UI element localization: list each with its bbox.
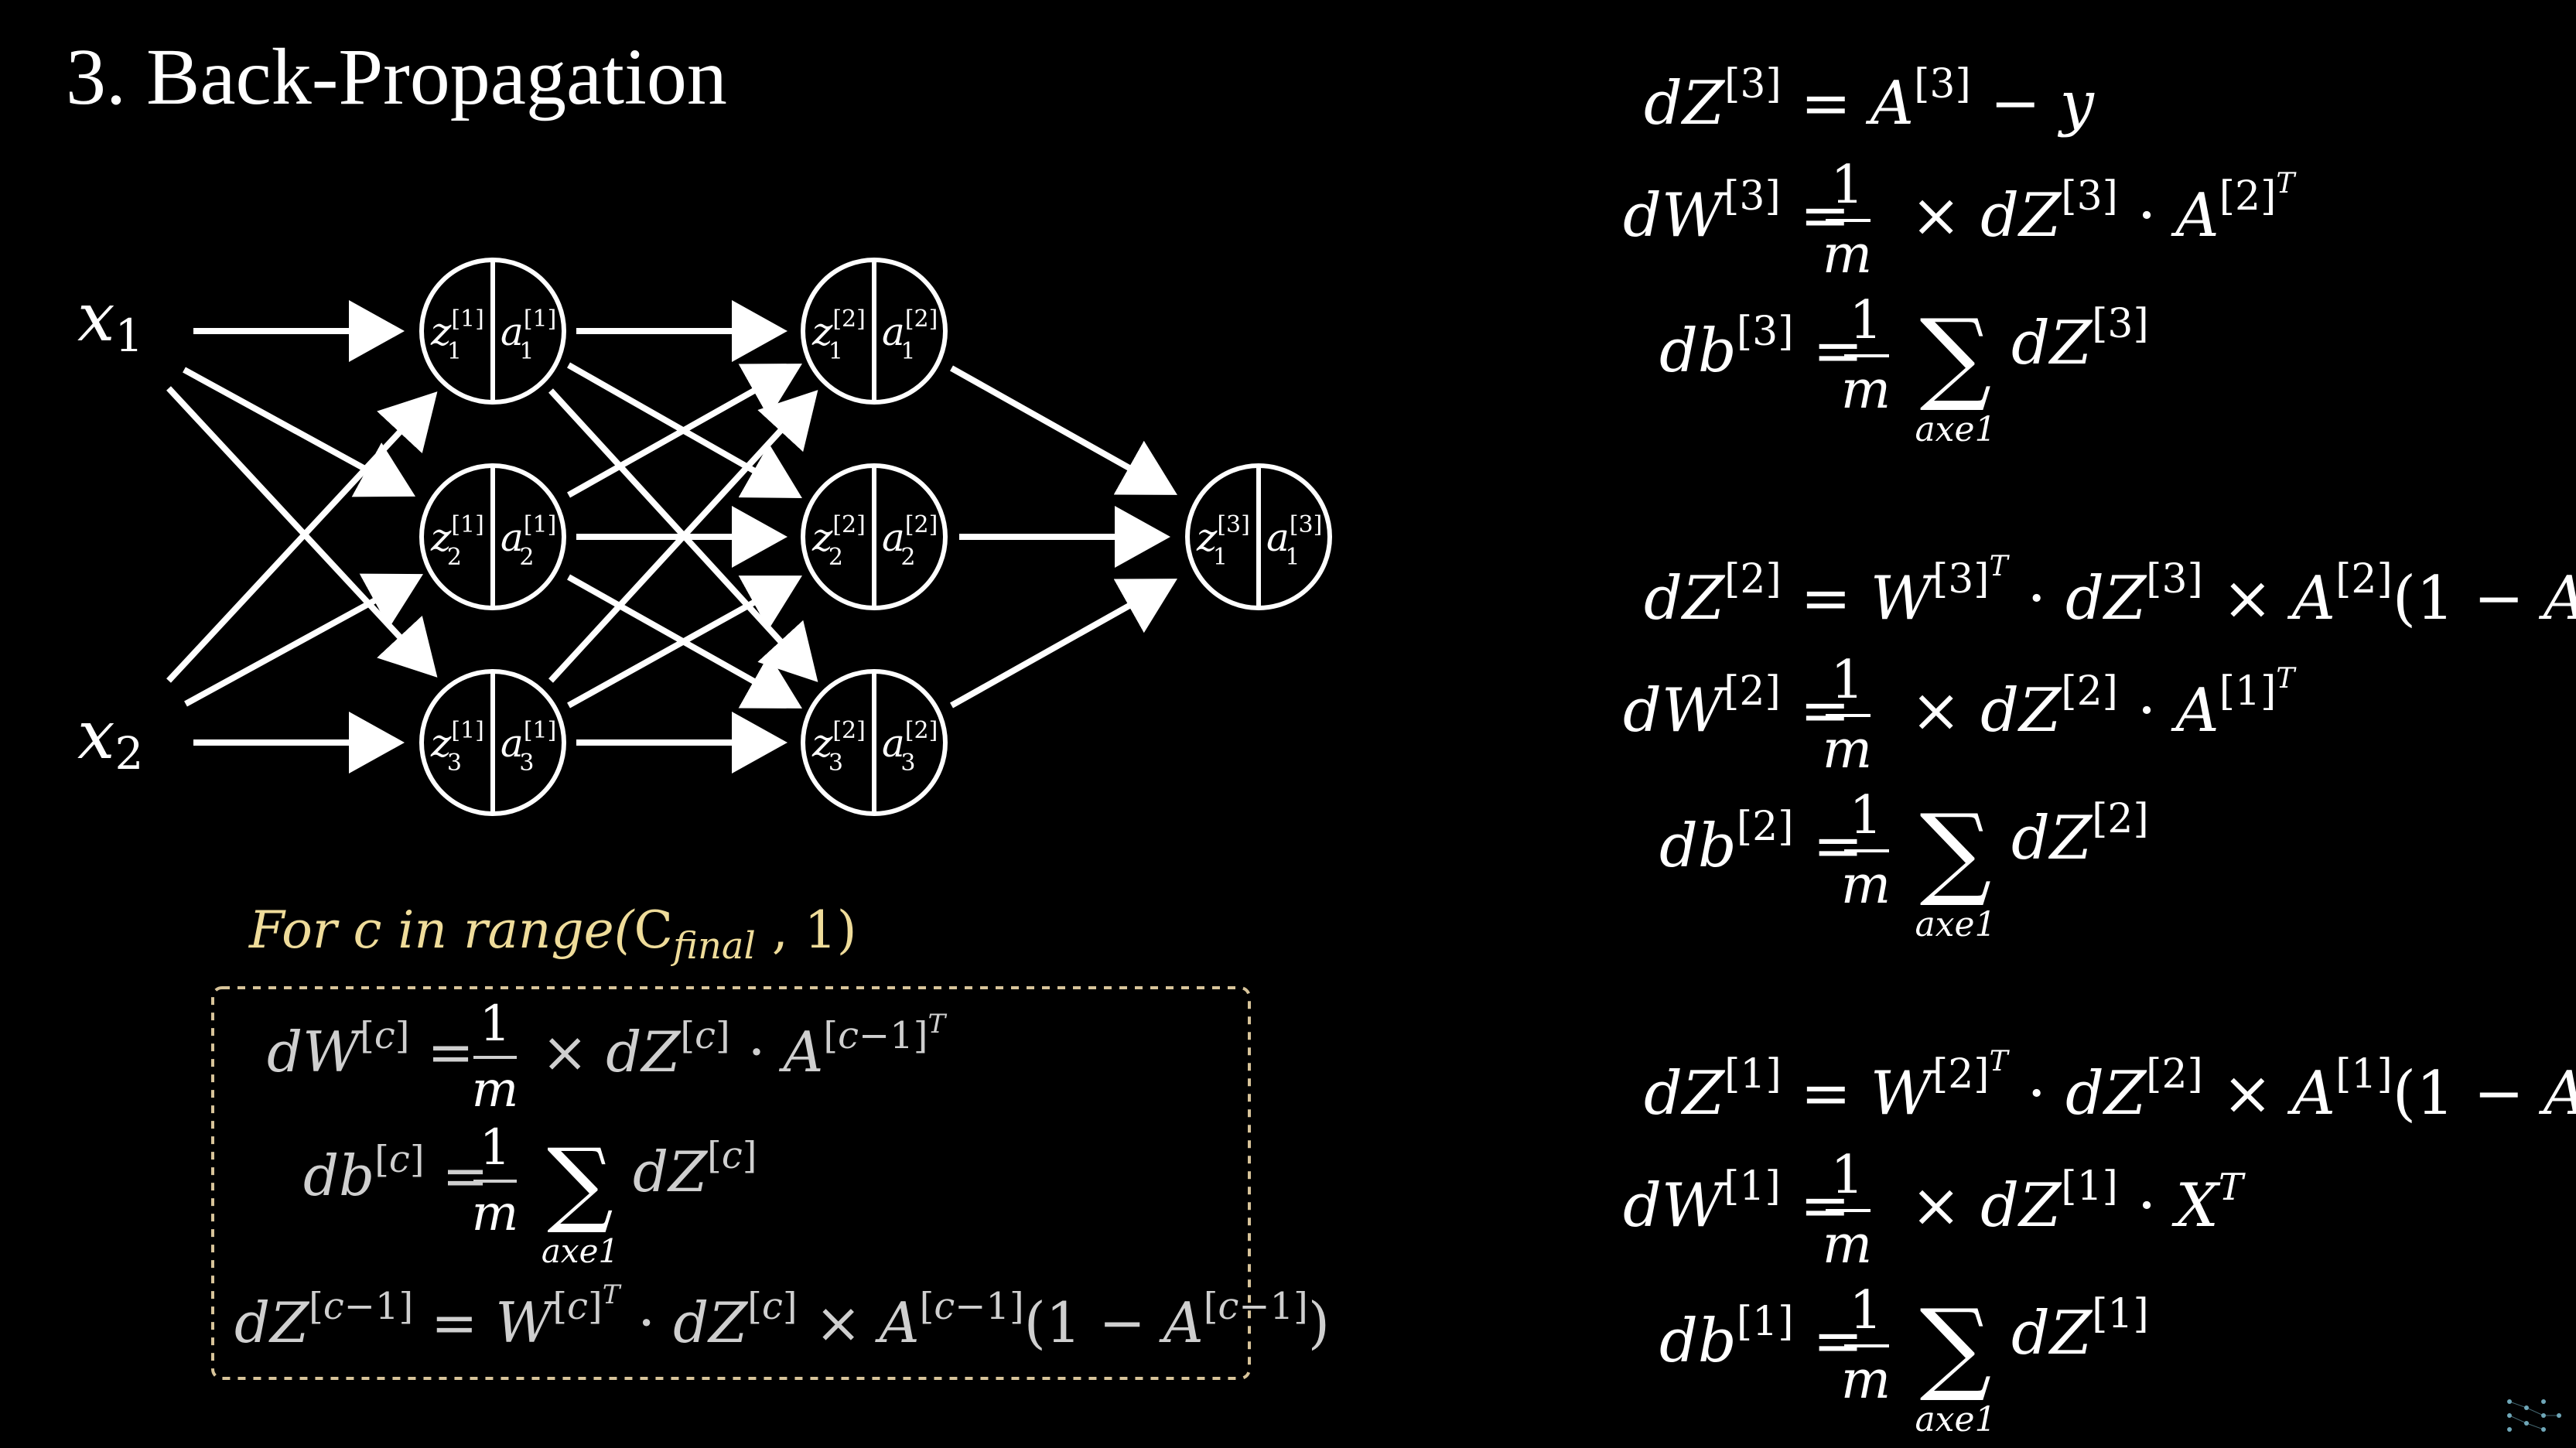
neuron-L2-1: z[2]1 a[2]1 bbox=[801, 258, 948, 405]
edge-x1-n12 bbox=[183, 367, 416, 497]
eq-dW1: dW[1] = bbox=[1623, 1163, 1850, 1241]
svg-text:m: m bbox=[1841, 855, 1891, 916]
svg-text:1: 1 bbox=[1830, 155, 1864, 216]
edge-n13-n21 bbox=[548, 390, 818, 683]
equation-block-layer2: dZ[2] = W[3]T · dZ[3] × A[2](1 − A[2]) d… bbox=[1623, 551, 2576, 944]
loop-eq-dbc: db[c] = bbox=[303, 1138, 489, 1208]
neuron-L1-1: z[1]1 a[1]1 bbox=[419, 258, 566, 405]
edge-x2-n11 bbox=[166, 391, 438, 683]
svg-text:∑: ∑ bbox=[1920, 792, 1992, 910]
neuron-z-label: z[2]3 bbox=[811, 717, 866, 777]
neurons: z[1]1 a[1]1 z[1]2 a[1]2 z[1]3 a[1]3 z[2]1 a[2]1… bbox=[419, 258, 1332, 816]
neuron-a-label: a[3]1 bbox=[1266, 511, 1322, 571]
svg-text:× dZ[1] · XT: × dZ[1] · XT bbox=[1911, 1163, 2246, 1241]
neuron-a-label: a[2]1 bbox=[882, 306, 938, 365]
svg-text:dZ[1]: dZ[1] bbox=[2011, 1291, 2149, 1368]
neuron-z-label: z[1]3 bbox=[430, 717, 484, 777]
svg-text:axe1: axe1 bbox=[1915, 410, 1996, 449]
svg-text:× dZ[c] · A[c−1]T: × dZ[c] · A[c−1]T bbox=[542, 1009, 947, 1084]
generic-loop: For c in range(Cfinal , 1) dW[c] = 1 m ×… bbox=[211, 900, 1330, 1380]
svg-text:m: m bbox=[472, 1061, 519, 1118]
svg-text:m: m bbox=[472, 1185, 519, 1242]
svg-text:× dZ[3] · A[2]T: × dZ[3] · A[2]T bbox=[1911, 168, 2297, 251]
eq-db1: db[1] = bbox=[1659, 1299, 1864, 1376]
neuron-a-label: a[1]2 bbox=[501, 511, 556, 571]
svg-text:∑: ∑ bbox=[547, 1129, 613, 1237]
neuron-z-label: z[1]1 bbox=[430, 306, 484, 365]
edge-n12-n21 bbox=[567, 364, 802, 498]
loop-box bbox=[211, 986, 1251, 1380]
eq-dZ1: dZ[1] = W[2]T · dZ[2] × A[1](1 − A[1]) bbox=[1644, 1046, 2576, 1129]
eq-dZ2: dZ[2] = W[3]T · dZ[3] × A[2](1 − A[2]) bbox=[1644, 551, 2576, 634]
edge-n13-n22 bbox=[567, 575, 802, 709]
neural-network-diagram: x1 x2 bbox=[77, 258, 1332, 816]
loop-eq-dWc: dW[c] = bbox=[267, 1014, 474, 1084]
loop-header: For c in range(Cfinal , 1) bbox=[248, 900, 857, 968]
svg-text:axe1: axe1 bbox=[1915, 905, 1996, 944]
loop-eq-dZc1: dZ[c−1] = W[c]T · dZ[c] × A[c−1](1 − A[c… bbox=[234, 1279, 1330, 1355]
neuron-a-label: a[2]2 bbox=[882, 511, 938, 571]
page-title: 3. Back-Propagation bbox=[66, 32, 727, 121]
connections bbox=[166, 300, 1177, 774]
svg-text:1: 1 bbox=[1849, 290, 1882, 351]
svg-text:1: 1 bbox=[480, 996, 511, 1053]
svg-text:1: 1 bbox=[480, 1119, 511, 1176]
svg-text:m: m bbox=[1823, 224, 1872, 285]
svg-text:× dZ[2] · A[1]T: × dZ[2] · A[1]T bbox=[1911, 663, 2297, 746]
edge-n23-n31 bbox=[950, 579, 1177, 709]
neuron-z-label: z[3]1 bbox=[1196, 511, 1250, 571]
svg-text:1: 1 bbox=[1830, 1145, 1864, 1206]
svg-text:axe1: axe1 bbox=[1915, 1400, 1996, 1439]
eq-dZ3: dZ[3] = A[3] − y bbox=[1644, 61, 2095, 138]
neuron-a-label: a[2]3 bbox=[882, 717, 938, 777]
svg-text:dZ[c]: dZ[c] bbox=[633, 1134, 757, 1204]
svg-text:dZ[2]: dZ[2] bbox=[2011, 796, 2149, 873]
neuron-L2-2: z[2]2 a[2]2 bbox=[801, 463, 948, 610]
neuron-L1-3: z[1]3 a[1]3 bbox=[419, 669, 566, 816]
neuron-a-label: a[1]1 bbox=[501, 306, 556, 365]
neuron-L3-1: z[3]1 a[3]1 bbox=[1185, 463, 1332, 610]
equation-block-layer1: dZ[1] = W[2]T · dZ[2] × A[1](1 − A[1]) d… bbox=[1623, 1046, 2576, 1439]
svg-text:∑: ∑ bbox=[1920, 1287, 1992, 1405]
neuron-L2-3: z[2]3 a[2]3 bbox=[801, 669, 948, 816]
svg-text:m: m bbox=[1823, 1214, 1872, 1276]
edge-x2-n12 bbox=[184, 573, 424, 707]
neuron-z-label: z[1]2 bbox=[430, 511, 484, 571]
svg-text:m: m bbox=[1841, 1350, 1891, 1411]
eq-db2: db[2] = bbox=[1659, 804, 1864, 881]
svg-text:m: m bbox=[1841, 360, 1891, 421]
eq-dW3: dW[3] = bbox=[1623, 173, 1850, 251]
svg-text:dZ[3]: dZ[3] bbox=[2011, 301, 2149, 378]
input-x1: x1 bbox=[77, 279, 143, 362]
eq-db3: db[3] = bbox=[1659, 309, 1864, 386]
svg-text:1: 1 bbox=[1849, 785, 1882, 846]
input-x2: x2 bbox=[77, 697, 143, 780]
eq-dW2: dW[2] = bbox=[1623, 668, 1850, 746]
edge-n21-n31 bbox=[950, 365, 1177, 495]
svg-text:axe1: axe1 bbox=[542, 1232, 619, 1270]
neuron-a-label: a[1]3 bbox=[501, 717, 556, 777]
svg-text:∑: ∑ bbox=[1920, 297, 1992, 415]
neuron-z-label: z[2]1 bbox=[811, 306, 866, 365]
equation-block-layer3: dZ[3] = A[3] − y dW[3] = 1 m × dZ[3] · A… bbox=[1623, 61, 2297, 449]
dots-logo-icon bbox=[2507, 1399, 2561, 1432]
neuron-L1-2: z[1]2 a[1]2 bbox=[419, 463, 566, 610]
svg-text:m: m bbox=[1823, 719, 1872, 780]
svg-text:1: 1 bbox=[1849, 1280, 1882, 1341]
svg-text:1: 1 bbox=[1830, 650, 1864, 711]
neuron-z-label: z[2]2 bbox=[811, 511, 866, 571]
